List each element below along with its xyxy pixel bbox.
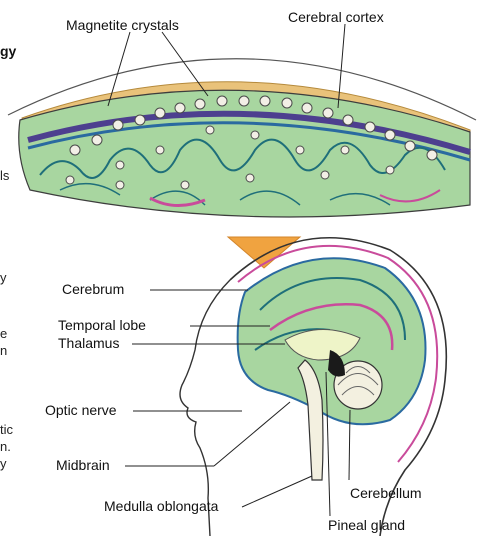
- label-optic-nerve: Optic nerve: [45, 402, 117, 418]
- cerebral-cortex-label: Cerebral cortex: [288, 9, 384, 25]
- label-thalamus: Thalamus: [58, 335, 119, 351]
- fragment-text: n: [0, 343, 7, 358]
- magnetite-crystals-label: Magnetite crystals: [66, 17, 179, 33]
- label-cerebrum: Cerebrum: [62, 281, 124, 297]
- label-midbrain: Midbrain: [56, 457, 110, 473]
- fragment-text: tic: [0, 422, 14, 437]
- left-margin-fragments: gy ls y e n tic n. y: [0, 43, 17, 471]
- magnified-cortex-view: [8, 59, 476, 217]
- label-temporal-lobe: Temporal lobe: [58, 317, 146, 333]
- fragment-text: y: [0, 270, 7, 285]
- fragment-text: e: [0, 326, 7, 341]
- label-pineal-gland: Pineal gland: [328, 517, 405, 533]
- fragment-text: ls: [0, 168, 10, 183]
- fragment-text: y: [0, 456, 7, 471]
- label-cerebellum: Cerebellum: [350, 485, 422, 501]
- fragment-text: gy: [0, 43, 17, 59]
- fragment-text: n.: [0, 439, 11, 454]
- label-medulla-oblongata: Medulla oblongata: [104, 498, 219, 514]
